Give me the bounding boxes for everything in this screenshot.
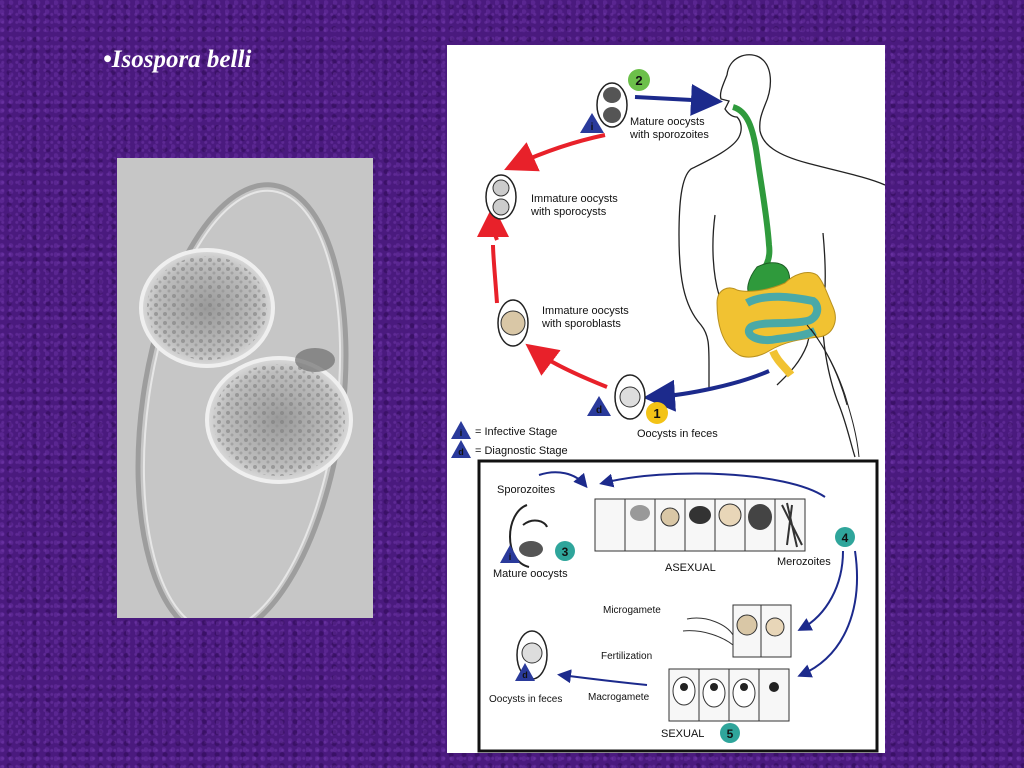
stage2-label-1: Mature oocysts <box>630 116 705 128</box>
fertilization-label: Fertilization <box>601 651 652 662</box>
num-4: 4 <box>842 531 849 545</box>
infective-badge-top: i <box>591 122 594 133</box>
immature-sporoblasts-2: with sporoblasts <box>541 318 621 330</box>
num-5: 5 <box>727 727 734 741</box>
immature-sporocysts-1: Immature oocysts <box>531 193 618 205</box>
badge-4 <box>835 527 855 547</box>
oocysts-in-feces-box-label: Oocysts in feces <box>489 694 562 705</box>
num-1: 1 <box>653 406 660 421</box>
slide-title: •Isospora belli <box>103 46 252 73</box>
sexual-label: SEXUAL <box>661 728 704 740</box>
life-cycle-diagram: 2 i Mature oocysts with sporozoites Imma… <box>447 45 886 753</box>
legend-infective: = Infective Stage <box>475 426 557 438</box>
num-3: 3 <box>562 545 569 559</box>
immature-sporoblasts-1: Immature oocysts <box>542 305 629 317</box>
oocyst-micrograph <box>117 158 373 640</box>
small-intestine <box>745 292 822 344</box>
badge-3 <box>555 541 575 561</box>
svg-text:d: d <box>522 670 528 680</box>
svg-text:i: i <box>509 552 512 562</box>
badge-1 <box>646 402 668 424</box>
badge-2 <box>628 69 650 91</box>
mature-oocysts-label: Mature oocysts <box>493 568 568 580</box>
asexual-label: ASEXUAL <box>665 562 716 574</box>
stage2-label-2: with sporozoites <box>629 129 709 141</box>
human-figure <box>678 54 886 458</box>
esophagus <box>731 104 773 278</box>
stage1-label: Oocysts in feces <box>637 428 718 440</box>
legend-diagnostic: = Diagnostic Stage <box>475 445 568 457</box>
svg-text:d: d <box>458 447 464 457</box>
badge-5 <box>720 723 740 743</box>
microgamete-label: Microgamete <box>603 605 661 616</box>
immature-sporocysts-2: with sporocysts <box>530 206 607 218</box>
sporozoites-label: Sporozoites <box>497 484 556 496</box>
svg-text:i: i <box>460 428 463 438</box>
macrogamete-label: Macrogamete <box>588 692 650 703</box>
diagnostic-badge-top: d <box>596 405 602 416</box>
num-2: 2 <box>635 73 642 88</box>
merozoites-label: Merozoites <box>777 556 831 568</box>
